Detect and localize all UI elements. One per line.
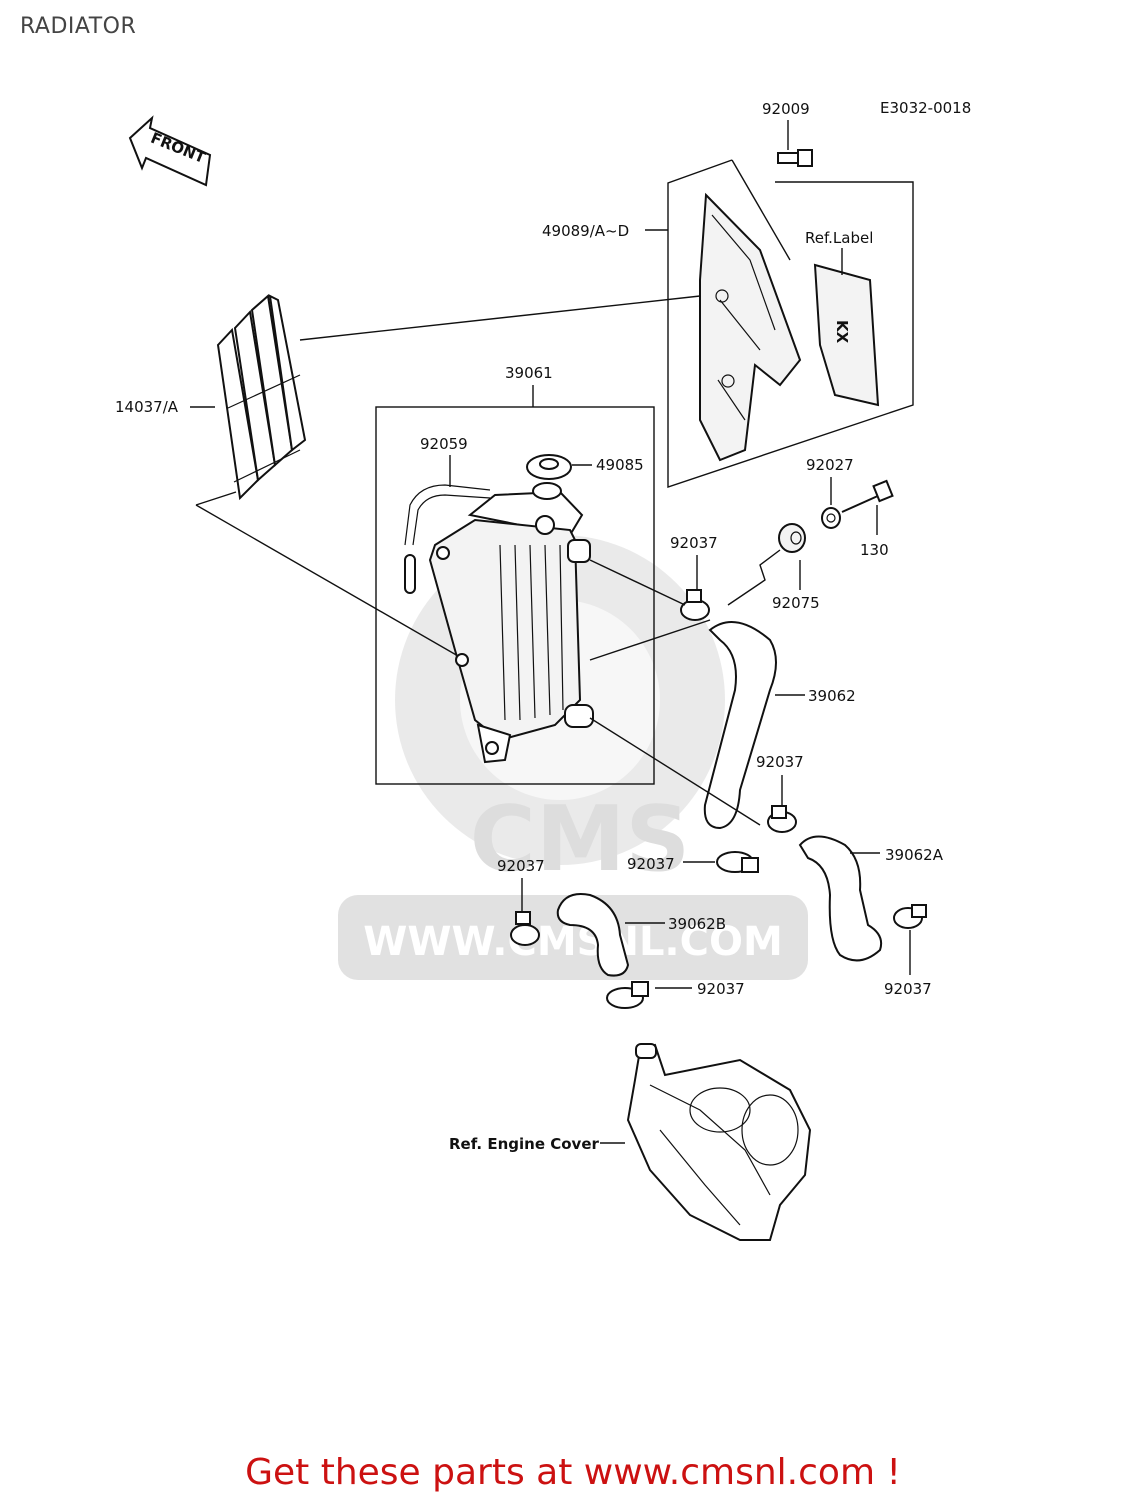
label-92037-b: 92037 xyxy=(756,753,804,771)
label-39061: 39061 xyxy=(505,364,553,382)
label-92059: 92059 xyxy=(420,435,468,453)
label-49089: 49089/A~D xyxy=(542,222,629,240)
bolt-92009 xyxy=(777,120,813,167)
label-92027: 92027 xyxy=(806,456,854,474)
label-39062A: 39062A xyxy=(885,846,944,864)
overflow-hose-92059 xyxy=(404,484,491,594)
footer-link[interactable]: Get these parts at www.cmsnl.com ! xyxy=(245,1452,901,1493)
radiator-hose-39062A xyxy=(798,835,883,962)
grommet-92075 xyxy=(778,523,806,553)
page-title: RADIATOR xyxy=(20,14,137,39)
label-14037: 14037/A xyxy=(115,398,179,416)
hose-clamp-92037-d xyxy=(716,851,759,873)
radiator-shroud-49089 xyxy=(699,192,802,462)
hose-clamp-92037-a xyxy=(680,589,710,621)
label-92009: 92009 xyxy=(762,100,810,118)
label-ref-engine-cover: Ref. Engine Cover xyxy=(449,1135,599,1153)
radiator-cap-49085 xyxy=(526,454,572,500)
bolt-130 xyxy=(841,479,894,513)
label-92037-a: 92037 xyxy=(670,534,718,552)
ref-label-text: Ref.Label xyxy=(805,229,873,247)
diagram-code: E3032-0018 xyxy=(880,99,971,117)
watermark-brand: CMS xyxy=(470,787,690,892)
hose-clamp-92037-f xyxy=(606,981,649,1009)
label-92037-c: 92037 xyxy=(884,980,932,998)
label-92037-d: 92037 xyxy=(627,855,675,873)
radiator-louver-14037 xyxy=(216,294,307,501)
label-39062: 39062 xyxy=(808,687,856,705)
hose-clamp-92037-c xyxy=(893,904,927,929)
label-92037-e: 92037 xyxy=(497,857,545,875)
radiator-39061 xyxy=(428,490,594,764)
hose-clamp-92037-e xyxy=(510,911,540,946)
engine-cover-ref xyxy=(626,1043,812,1241)
radiator-hose-39062B xyxy=(556,893,630,977)
label-39062B: 39062B xyxy=(668,915,726,933)
svg-text:KX: KX xyxy=(833,320,851,344)
label-49085: 49085 xyxy=(596,456,644,474)
radiator-hose-39062 xyxy=(703,621,777,830)
label-92037-f: 92037 xyxy=(697,980,745,998)
watermark-url: WWW.CMSNL.COM xyxy=(363,919,783,965)
label-92075: 92075 xyxy=(772,594,820,612)
ref-label-sticker: KX xyxy=(813,263,880,407)
front-arrow-icon: FRONT xyxy=(128,115,212,187)
hose-clamp-92037-b xyxy=(767,805,797,833)
washer-92027 xyxy=(821,507,841,529)
label-130: 130 xyxy=(860,541,889,559)
